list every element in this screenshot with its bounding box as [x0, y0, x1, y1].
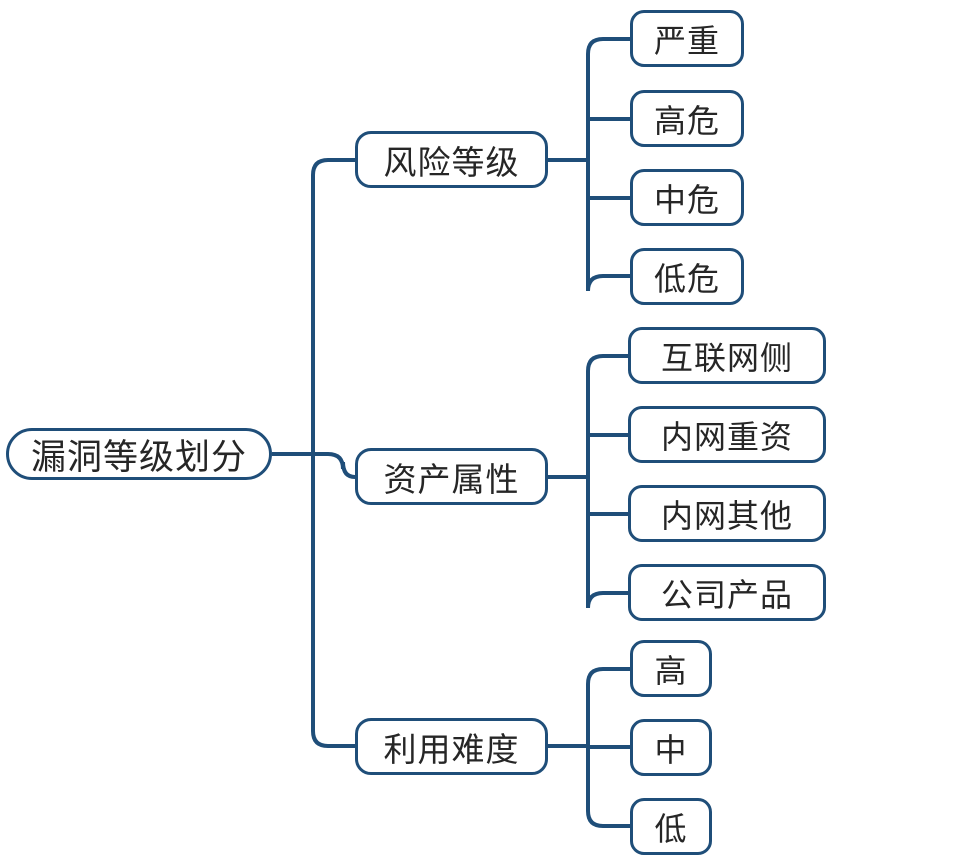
connector-branch2-child1 [586, 354, 628, 372]
node-leaf-asset-internet-side[interactable]: 互联网侧 [628, 327, 826, 384]
connector-branch3-child3 [586, 810, 630, 828]
node-leaf-difficulty-low[interactable]: 低 [630, 798, 712, 855]
node-leaf-difficulty-medium[interactable]: 中 [630, 719, 712, 776]
connector-branch2-child4 [586, 591, 628, 609]
connector-trunk-middle [313, 452, 356, 479]
node-leaf-risk-high[interactable]: 高危 [630, 90, 744, 147]
connector-branch1-child4 [586, 274, 630, 292]
node-leaf-difficulty-high[interactable]: 高 [630, 640, 712, 697]
connector-branch3-child1 [586, 667, 630, 685]
connector-branch1-child1 [586, 37, 630, 55]
node-leaf-asset-company-product[interactable]: 公司产品 [628, 564, 826, 621]
node-branch-risk-level[interactable]: 风险等级 [355, 131, 548, 188]
node-leaf-asset-intranet-critical[interactable]: 内网重资 [628, 406, 826, 463]
node-leaf-risk-medium[interactable]: 中危 [630, 169, 744, 226]
connector-trunk-bottom [311, 454, 355, 748]
connector-trunk-top [311, 158, 355, 454]
node-root[interactable]: 漏洞等级划分 [6, 428, 272, 480]
node-branch-asset-attribute[interactable]: 资产属性 [355, 448, 548, 505]
node-branch-exploit-difficulty[interactable]: 利用难度 [355, 718, 548, 775]
node-leaf-risk-critical[interactable]: 严重 [630, 10, 744, 67]
node-leaf-risk-low[interactable]: 低危 [630, 248, 744, 305]
node-leaf-asset-intranet-other[interactable]: 内网其他 [628, 485, 826, 542]
